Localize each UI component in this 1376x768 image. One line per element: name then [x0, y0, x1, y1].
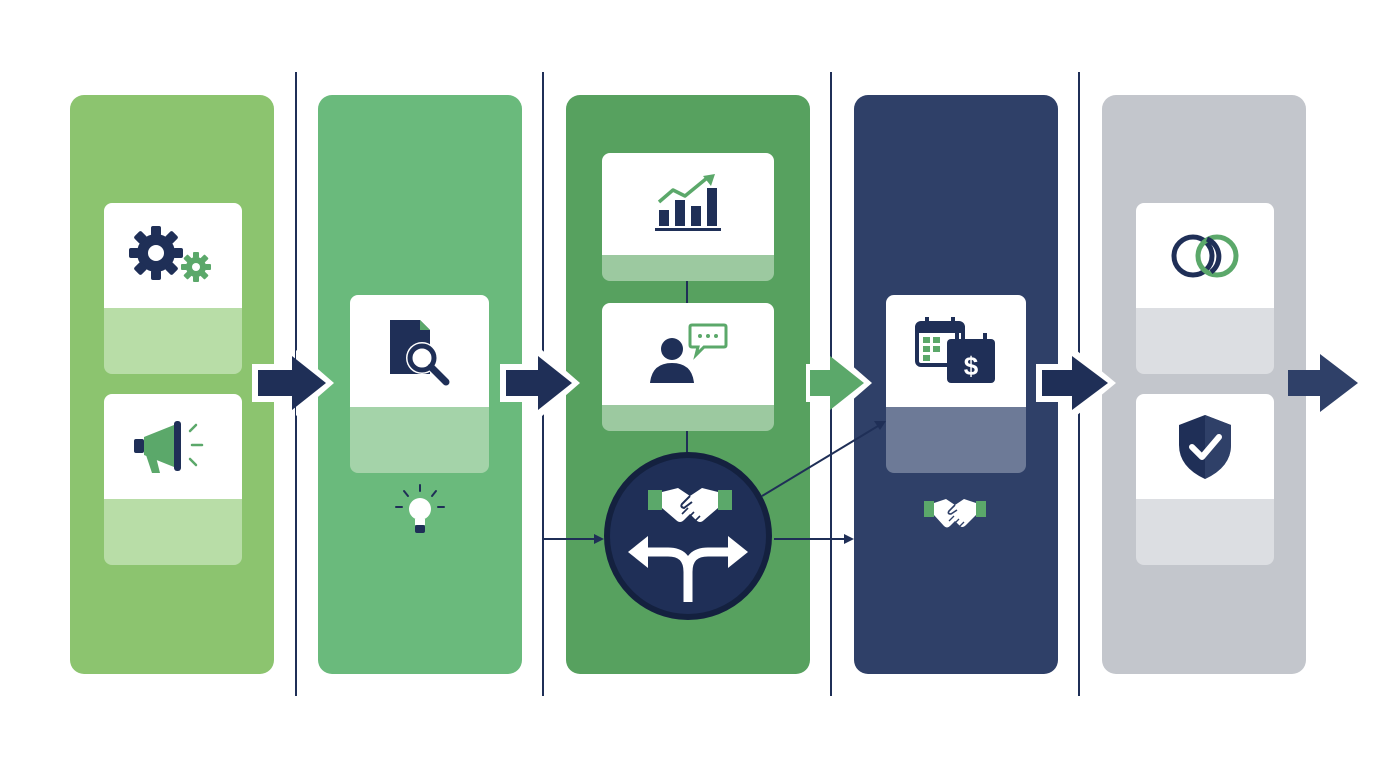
stage-1-column	[70, 95, 274, 674]
person-chat-icon	[650, 323, 728, 383]
calendar-dollar-icon: $	[915, 317, 995, 383]
handshake-small-icon	[924, 499, 986, 528]
shield-check-icon	[1179, 414, 1231, 479]
stage-3-connector-bottom	[686, 431, 688, 453]
lightbulb-icon	[395, 484, 445, 533]
growth-chart-card	[602, 153, 774, 281]
svg-text:$: $	[964, 351, 979, 381]
growth-chart-icon	[655, 174, 721, 231]
stage-4-column: $	[854, 95, 1058, 674]
shield-check-card	[1136, 394, 1274, 565]
stage-3-connector-top	[686, 281, 688, 303]
connector-circle-diagonal	[761, 425, 879, 497]
gears-card	[104, 203, 242, 374]
megaphone-card	[104, 394, 242, 565]
flow-arrow-5	[1288, 354, 1358, 412]
person-chat-card	[602, 303, 774, 431]
stage-3-column	[566, 95, 810, 674]
document-search-card	[350, 295, 489, 473]
megaphone-icon	[134, 420, 204, 473]
handshake-icon	[648, 488, 732, 523]
document-search-icon	[389, 320, 449, 386]
handshake-crossroads-circle	[604, 452, 772, 620]
stage-2-column	[318, 95, 522, 674]
linked-rings-card	[1136, 203, 1274, 374]
linked-rings-icon	[1171, 234, 1239, 277]
calendar-dollar-card: $	[886, 295, 1026, 473]
split-arrows-icon	[628, 536, 748, 602]
stage-5-column	[1102, 95, 1306, 674]
gears-icon	[129, 225, 211, 282]
